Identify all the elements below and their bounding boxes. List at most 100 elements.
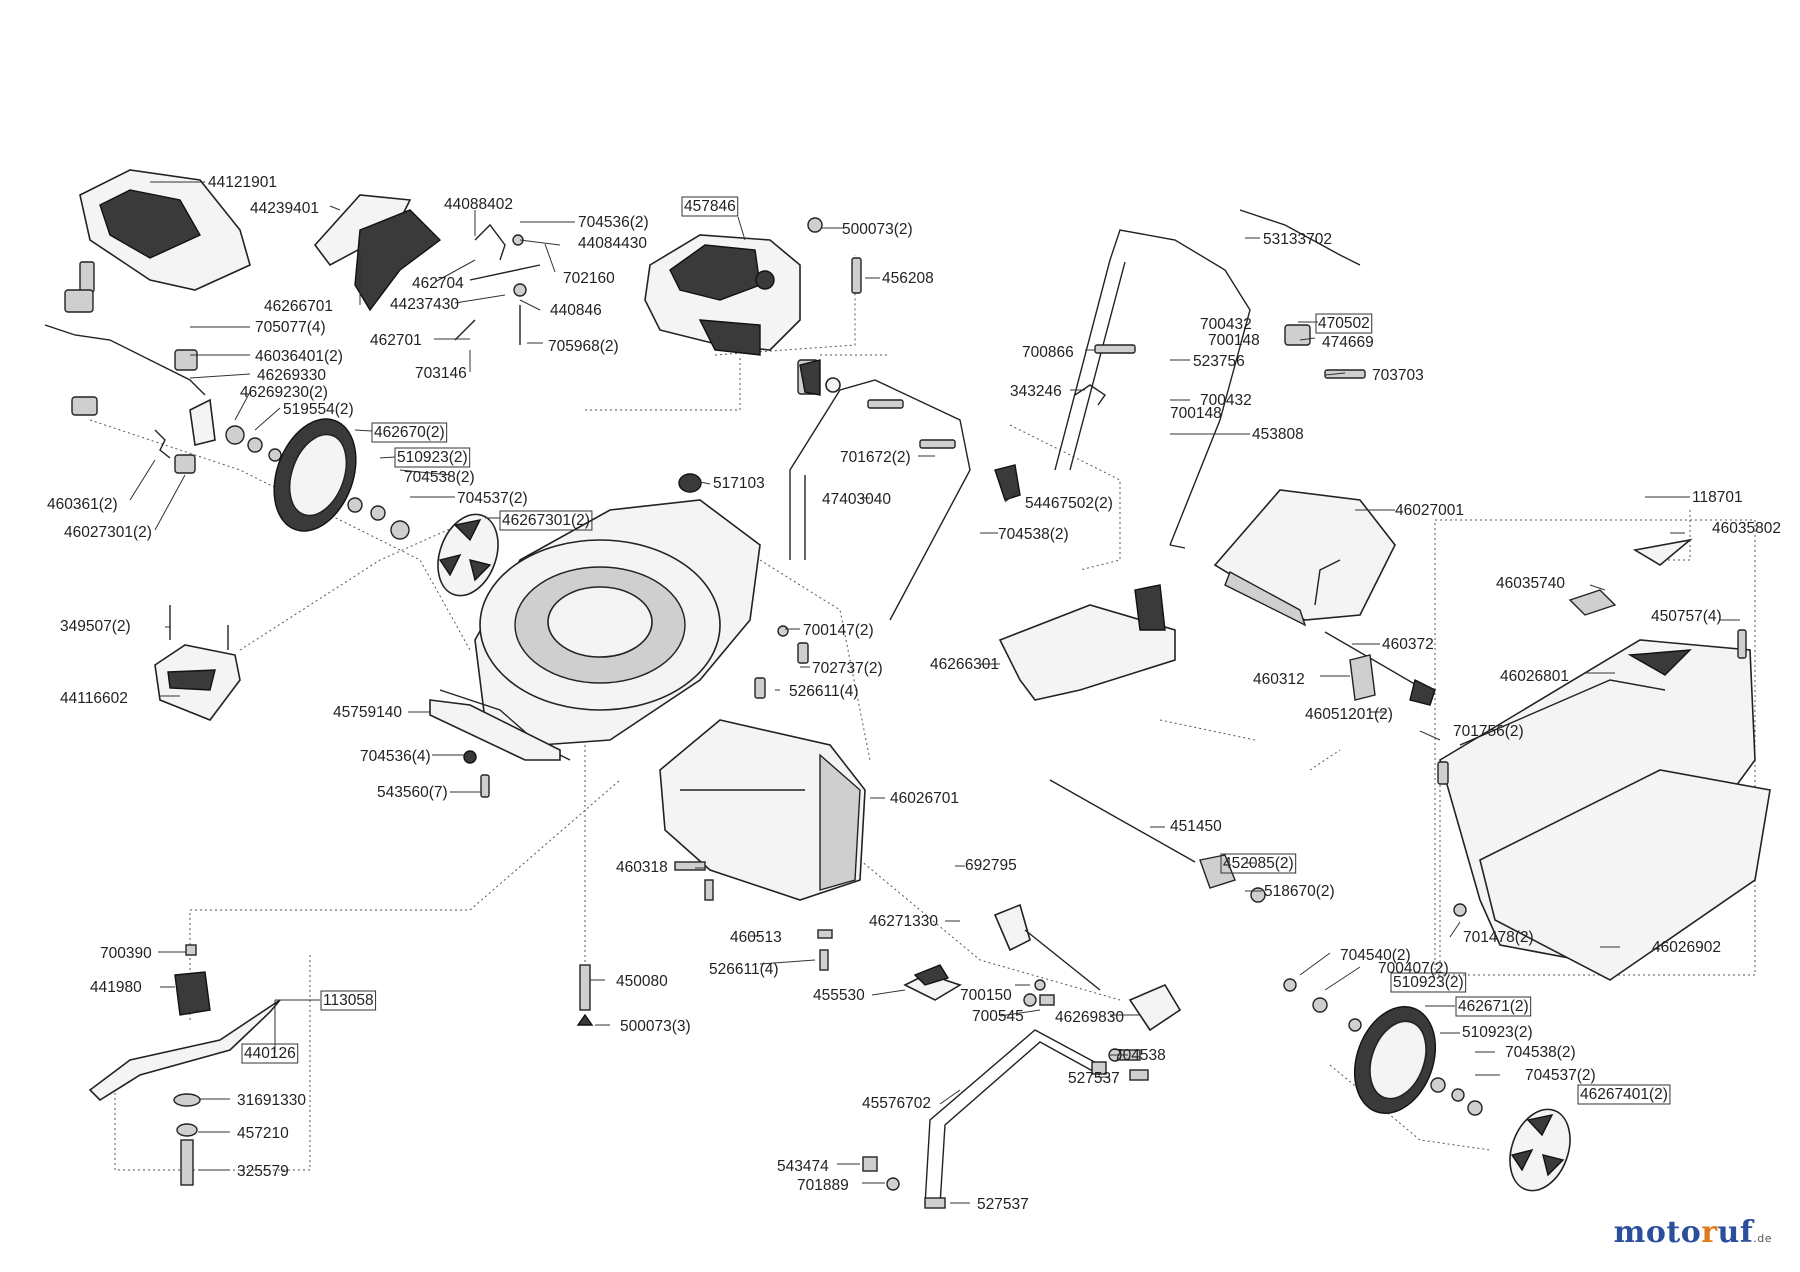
part-number-label: 500073(3) <box>620 1018 691 1035</box>
part-label-group: 118701 <box>1692 489 1743 506</box>
throttle-linkage-part <box>454 223 541 345</box>
part-label-box <box>394 447 471 468</box>
part-number-label: 462701 <box>370 332 422 349</box>
part-label-group: 704537(2) <box>1525 1067 1596 1084</box>
part-number-label: 113058 <box>323 992 374 1009</box>
part-label-box <box>371 422 448 443</box>
part-number-label: 500073(2) <box>842 221 913 238</box>
part-number-label: 46267301(2) <box>502 512 590 529</box>
part-label-box <box>241 1043 299 1064</box>
part-number-label: 523756 <box>1193 353 1245 370</box>
part-number-label: 510923(2) <box>1393 974 1464 991</box>
part-label-group: 523756 <box>1193 353 1245 370</box>
part-number-label: 704540(2) <box>1340 947 1411 964</box>
brand-part-1: moto <box>1613 1215 1702 1250</box>
brand-suffix: .de <box>1753 1232 1772 1245</box>
part-number-label: 543474 <box>777 1158 829 1175</box>
part-label-group: 700390 <box>100 945 152 962</box>
part-label-group: 44237430 <box>390 296 459 313</box>
part-label-group: 700148 <box>1170 405 1222 422</box>
part-number-label: 701889 <box>797 1177 849 1194</box>
part-number-label: 349507(2) <box>60 618 131 635</box>
part-label-group: 462704 <box>412 275 464 292</box>
part-number-label: 702737(2) <box>812 660 883 677</box>
part-label-group: 451450 <box>1170 818 1222 835</box>
part-number-label: 452085(2) <box>1223 855 1294 872</box>
part-label-group: 702160 <box>563 270 615 287</box>
part-number-label: 527537 <box>977 1196 1029 1213</box>
part-number-label: 703146 <box>415 365 467 382</box>
part-number-label: 45759140 <box>333 704 402 721</box>
part-label-group: 702737(2) <box>812 660 883 677</box>
part-label-group: 46266701 <box>264 298 333 315</box>
part-label-box <box>499 510 593 531</box>
part-number-label: 462670(2) <box>374 424 445 441</box>
part-label-group: 460361(2) <box>47 496 118 513</box>
part-label-group: 462670(2) <box>371 422 448 443</box>
part-number-label: 31691330 <box>237 1092 306 1109</box>
brand-part-3: uf <box>1717 1215 1754 1250</box>
part-number-label: 46271330 <box>869 913 938 930</box>
part-label-group: 46027301(2) <box>64 524 152 541</box>
part-number-label: 457846 <box>684 198 736 215</box>
hub-cap-left-part <box>437 513 499 597</box>
part-label-group: 46026701 <box>890 790 959 807</box>
part-number-label: 518670(2) <box>1264 883 1335 900</box>
part-label-group: 46266301 <box>930 656 999 673</box>
part-label-group: 46051201(2) <box>1305 706 1393 723</box>
part-number-label: 46026902 <box>1652 939 1721 956</box>
part-label-group: 701478(2) <box>1463 929 1534 946</box>
hub-cap-right-part <box>1509 1108 1571 1192</box>
part-label-group: 700147(2) <box>803 622 874 639</box>
part-number-label: 46269830 <box>1055 1009 1124 1026</box>
part-label-group: 460513 <box>730 929 782 946</box>
part-label-group: 460372 <box>1382 636 1434 653</box>
part-label-group: 701889 <box>797 1177 849 1194</box>
part-label-group: 46026801 <box>1500 668 1569 685</box>
part-number-label: 460312 <box>1253 671 1305 688</box>
part-label-group: 704538(2) <box>1505 1044 1576 1061</box>
part-label-group: 703703 <box>1372 367 1424 384</box>
part-label-group: 526611(4) <box>789 683 859 700</box>
part-label-group: 44084430 <box>578 235 647 252</box>
part-number-label: 510923(2) <box>397 449 468 466</box>
part-label-group: 113058 <box>320 990 377 1011</box>
part-number-label: 526611(4) <box>789 683 859 700</box>
part-label-group: 46035802 <box>1712 520 1781 537</box>
part-number-label: 704538(2) <box>998 526 1069 543</box>
engine-cover-part <box>79 169 251 293</box>
part-number-label: 526611(4) <box>709 961 779 978</box>
part-number-label: 46035802 <box>1712 520 1781 537</box>
part-label-group: 510923(2) <box>394 447 471 468</box>
part-label-group: 46269230(2) <box>240 384 328 401</box>
part-number-label: 702160 <box>563 270 615 287</box>
part-label-group: 46269330 <box>257 367 326 384</box>
part-label-group: 53133702 <box>1263 231 1332 248</box>
rear-axle-part <box>1049 779 1266 903</box>
part-label-group: 450757(4) <box>1651 608 1722 625</box>
part-number-label: 46026801 <box>1500 668 1569 685</box>
part-label-group: 44121901 <box>208 174 277 191</box>
part-label-group: 460312 <box>1253 671 1305 688</box>
part-label-group: 703146 <box>415 365 467 382</box>
part-number-label: 701672(2) <box>840 449 911 466</box>
part-number-label: 46027001 <box>1395 502 1464 519</box>
part-number-label: 705077(4) <box>255 319 326 336</box>
part-number-label: 462704 <box>412 275 464 292</box>
part-number-label: 450757(4) <box>1651 608 1722 625</box>
part-label-group: 46035740 <box>1496 575 1565 592</box>
front-guard-part <box>154 605 241 721</box>
part-number-label: 44121901 <box>208 174 277 191</box>
part-label-box <box>1455 996 1532 1017</box>
part-number-label: 700150 <box>960 987 1012 1004</box>
part-label-group: 462671(2) <box>1455 996 1532 1017</box>
part-label-group: 453808 <box>1252 426 1304 443</box>
part-label-group: 462701 <box>370 332 422 349</box>
mower-deck-part <box>429 499 761 761</box>
part-number-label: 460372 <box>1382 636 1434 653</box>
part-label-group: 452085(2) <box>1220 853 1297 874</box>
part-number-label: 44088402 <box>444 196 513 213</box>
part-number-label: 700148 <box>1170 405 1222 422</box>
brand-part-2: r <box>1701 1215 1718 1250</box>
part-number-label: 46051201(2) <box>1305 706 1393 723</box>
